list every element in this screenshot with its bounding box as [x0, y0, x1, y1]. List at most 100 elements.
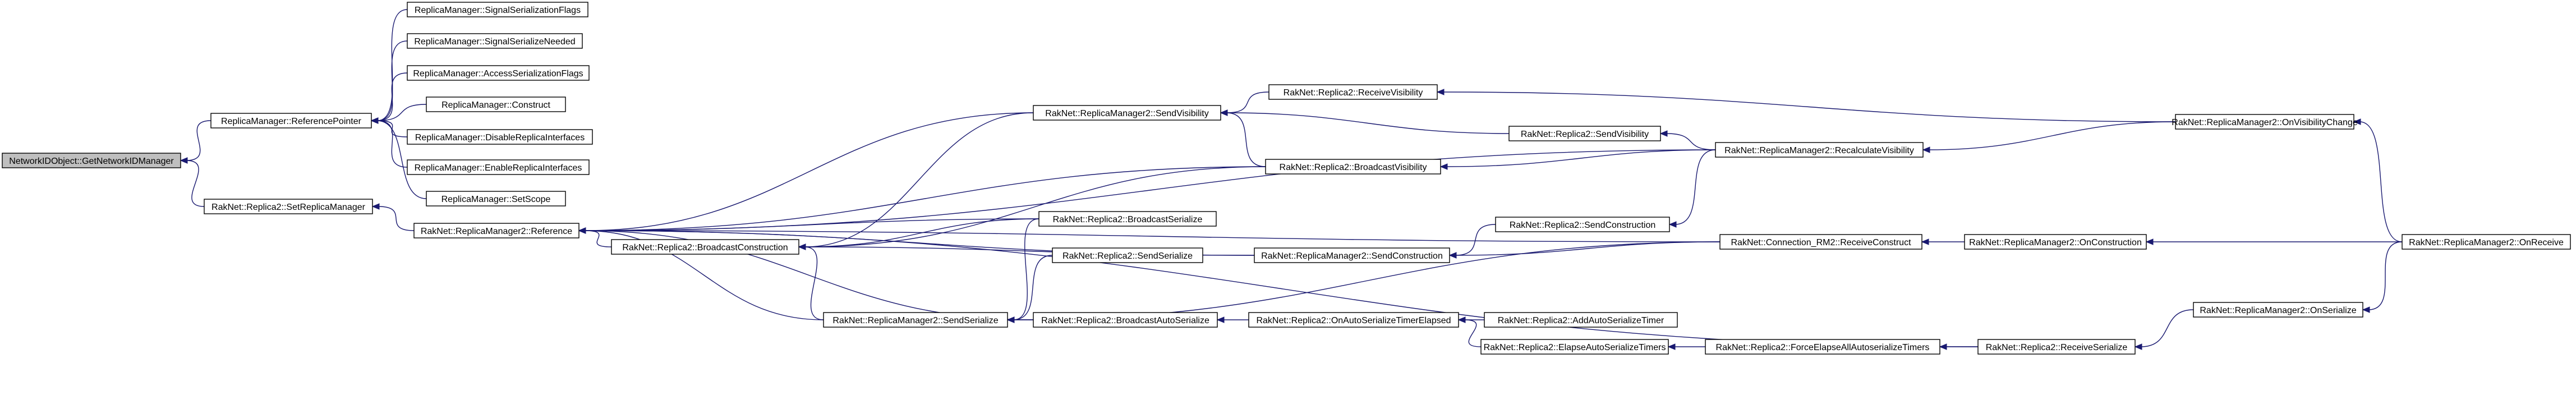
- node-raknet-replica2-broadcastautoserialize[interactable]: RakNet::Replica2::BroadcastAutoSerialize: [1033, 312, 1218, 328]
- call-edge-bvis-to-rm2sendvis: [1226, 112, 1266, 167]
- node-box[interactable]: [1964, 234, 2147, 250]
- node-box[interactable]: [1265, 159, 1441, 175]
- node-box[interactable]: [611, 239, 799, 255]
- node-label: ReplicaManager::DisableReplicaInterfaces: [415, 133, 585, 143]
- node-box[interactable]: [1480, 339, 1669, 355]
- call-edge-r2sendcons-to-rm2sendcons: [1455, 224, 1496, 256]
- node-box[interactable]: [2193, 302, 2363, 318]
- node-replicamanager-setscope[interactable]: ReplicaManager::SetScope: [426, 191, 566, 206]
- node-box[interactable]: [204, 199, 373, 214]
- arrowhead-icon: [1216, 316, 1225, 323]
- node-box[interactable]: [426, 97, 566, 112]
- node-raknet-replica2-sendvisibility[interactable]: RakNet::Replica2::SendVisibility: [1508, 126, 1661, 141]
- node-raknet-replicamanager2-onreceive[interactable]: RakNet::ReplicaManager2::OnReceive: [2402, 234, 2571, 250]
- call-edge-onvischange-to-recvvis: [1442, 91, 2176, 122]
- node-raknet-replica2-broadcastserialize[interactable]: RakNet::Replica2::BroadcastSerialize: [1038, 211, 1217, 227]
- node-raknet-replica2-addautoserializetimer[interactable]: RakNet::Replica2::AddAutoSerializeTimer: [1484, 312, 1678, 328]
- node-raknet-replicamanager2-sendconstruction[interactable]: RakNet::ReplicaManager2::SendConstructio…: [1254, 247, 1450, 263]
- node-networkidobject-getnetworkidmanager[interactable]: NetworkIDObject::GetNetworkIDManager: [2, 153, 181, 168]
- node-box[interactable]: [1705, 339, 1940, 355]
- node-box[interactable]: [1033, 105, 1221, 121]
- node-raknet-replica2-receiveserialize[interactable]: RakNet::Replica2::ReceiveSerialize: [1977, 339, 2136, 355]
- node-raknet-replica2-sendconstruction[interactable]: RakNet::Replica2::SendConstruction: [1495, 217, 1670, 232]
- node-raknet-replica2-elapseautoserializetimers[interactable]: RakNet::Replica2::ElapseAutoSerializeTim…: [1480, 339, 1669, 355]
- arrowhead-icon: [578, 227, 586, 234]
- node-box[interactable]: [210, 113, 372, 128]
- node-raknet-replica2-receivevisibility[interactable]: RakNet::Replica2::ReceiveVisibility: [1268, 84, 1438, 100]
- node-replicamanager-enablereplicainterfaces[interactable]: ReplicaManager::EnableReplicaInterfaces: [407, 159, 590, 175]
- node-raknet-replica2-onautoserializetimerelapsed[interactable]: RakNet::Replica2::OnAutoSerializeTimerEl…: [1248, 312, 1459, 328]
- node-box[interactable]: [1052, 247, 1203, 263]
- node-box[interactable]: [2402, 234, 2571, 250]
- arrowhead-icon: [180, 157, 188, 164]
- node-box[interactable]: [407, 159, 590, 175]
- node-raknet-replica2-broadcastconstruction[interactable]: RakNet::Replica2::BroadcastConstruction: [611, 239, 799, 255]
- node-box[interactable]: [407, 2, 588, 17]
- node-box[interactable]: [1508, 126, 1661, 141]
- arrowhead-icon: [1436, 89, 1445, 95]
- node-label: RakNet::Replica2::ReceiveSerialize: [1986, 343, 2128, 352]
- arrowhead-icon: [2362, 306, 2370, 313]
- arrowhead-icon: [2145, 238, 2154, 245]
- call-edge-onvischange-to-recalc: [1928, 121, 2176, 150]
- call-edge-bvis-to-bcons: [804, 166, 1266, 247]
- call-edge-rm2sendser-to-rm2ref: [584, 230, 824, 320]
- node-box[interactable]: [1254, 247, 1450, 263]
- node-box[interactable]: [407, 33, 583, 49]
- node-box[interactable]: [823, 312, 1008, 328]
- node-raknet-replica2-sendserialize[interactable]: RakNet::Replica2::SendSerialize: [1052, 247, 1203, 263]
- node-raknet-replica2-broadcastvisibility[interactable]: RakNet::Replica2::BroadcastVisibility: [1265, 159, 1441, 175]
- node-box[interactable]: [1484, 312, 1678, 328]
- root-node-box[interactable]: [2, 153, 181, 168]
- node-label: RakNet::Replica2::BroadcastVisibility: [1280, 163, 1427, 172]
- node-raknet-replicamanager2-reference[interactable]: RakNet::ReplicaManager2::Reference: [413, 223, 579, 238]
- node-replicamanager-signalserializationflags[interactable]: ReplicaManager::SignalSerializationFlags: [407, 2, 588, 17]
- node-label: RakNet::ReplicaManager2::SendSerialize: [832, 316, 998, 325]
- node-label: RakNet::Replica2::SendConstruction: [1510, 221, 1656, 230]
- node-box[interactable]: [407, 129, 593, 145]
- node-raknet-replicamanager2-sendvisibility[interactable]: RakNet::ReplicaManager2::SendVisibility: [1033, 105, 1221, 121]
- node-box[interactable]: [2175, 114, 2354, 130]
- node-replicamanager-construct[interactable]: ReplicaManager::Construct: [426, 97, 566, 112]
- node-label: RakNet::ReplicaManager2::OnVisibilityCha…: [2172, 118, 2358, 127]
- node-box[interactable]: [1719, 234, 1922, 250]
- node-label: ReplicaManager::AccessSerializationFlags: [413, 69, 583, 79]
- node-box[interactable]: [1977, 339, 2136, 355]
- node-box[interactable]: [426, 191, 566, 206]
- node-box[interactable]: [1038, 211, 1217, 227]
- node-box[interactable]: [1715, 142, 1924, 158]
- call-edge-recalc-to-r2sendcons: [1675, 149, 1716, 225]
- node-replicamanager-signalserializeneeded[interactable]: ReplicaManager::SignalSerializeNeeded: [407, 33, 583, 49]
- arrowhead-icon: [1659, 130, 1668, 137]
- node-box[interactable]: [1033, 312, 1218, 328]
- node-label: RakNet::Replica2::SendVisibility: [1521, 130, 1649, 139]
- node-box[interactable]: [1495, 217, 1670, 232]
- node-box[interactable]: [1248, 312, 1459, 328]
- node-label: ReplicaManager::ReferencePointer: [221, 117, 362, 126]
- node-box[interactable]: [1268, 84, 1438, 100]
- node-raknet-replica2-forceelapseallautoserializetimers[interactable]: RakNet::Replica2::ForceElapseAllAutoseri…: [1705, 339, 1940, 355]
- node-replicamanager-disablereplicainterfaces[interactable]: ReplicaManager::DisableReplicaInterfaces: [407, 129, 593, 145]
- node-replicamanager-referencepointer[interactable]: ReplicaManager::ReferencePointer: [210, 113, 372, 128]
- node-raknet-replicamanager2-recalculatevisibility[interactable]: RakNet::ReplicaManager2::RecalculateVisi…: [1715, 142, 1924, 158]
- call-edge-construct-to-refptr: [376, 104, 427, 121]
- node-raknet-connection-rm2-receiveconstruct[interactable]: RakNet::Connection_RM2::ReceiveConstruct: [1719, 234, 1922, 250]
- arrowhead-icon: [1922, 146, 1930, 153]
- node-box[interactable]: [413, 223, 579, 238]
- node-replicamanager-accessserializationflags[interactable]: ReplicaManager::AccessSerializationFlags: [407, 65, 590, 81]
- arrowhead-icon: [1006, 316, 1015, 323]
- arrowhead-icon: [1921, 238, 1929, 245]
- node-raknet-replicamanager2-onvisibilitychange[interactable]: RakNet::ReplicaManager2::OnVisibilityCha…: [2172, 114, 2358, 130]
- node-raknet-replicamanager2-onserialize[interactable]: RakNet::ReplicaManager2::OnSerialize: [2193, 302, 2363, 318]
- call-edge-rm2ref-to-setrm: [378, 206, 415, 231]
- node-box[interactable]: [407, 65, 590, 81]
- node-raknet-replicamanager2-onconstruction[interactable]: RakNet::ReplicaManager2::OnConstruction: [1964, 234, 2147, 250]
- call-edge-recvcons-to-rm2sendcons: [1455, 241, 1721, 256]
- node-label: RakNet::Replica2::BroadcastConstruction: [622, 243, 788, 252]
- arrowhead-icon: [1457, 316, 1466, 323]
- node-label: RakNet::Replica2::AddAutoSerializeTimer: [1498, 316, 1664, 325]
- arrowhead-icon: [798, 244, 806, 250]
- node-label: RakNet::Replica2::ForceElapseAllAutoseri…: [1716, 343, 1930, 352]
- node-raknet-replicamanager2-sendserialize[interactable]: RakNet::ReplicaManager2::SendSerialize: [823, 312, 1008, 328]
- node-raknet-replica2-setreplicamanager[interactable]: RakNet::Replica2::SetReplicaManager: [204, 199, 373, 214]
